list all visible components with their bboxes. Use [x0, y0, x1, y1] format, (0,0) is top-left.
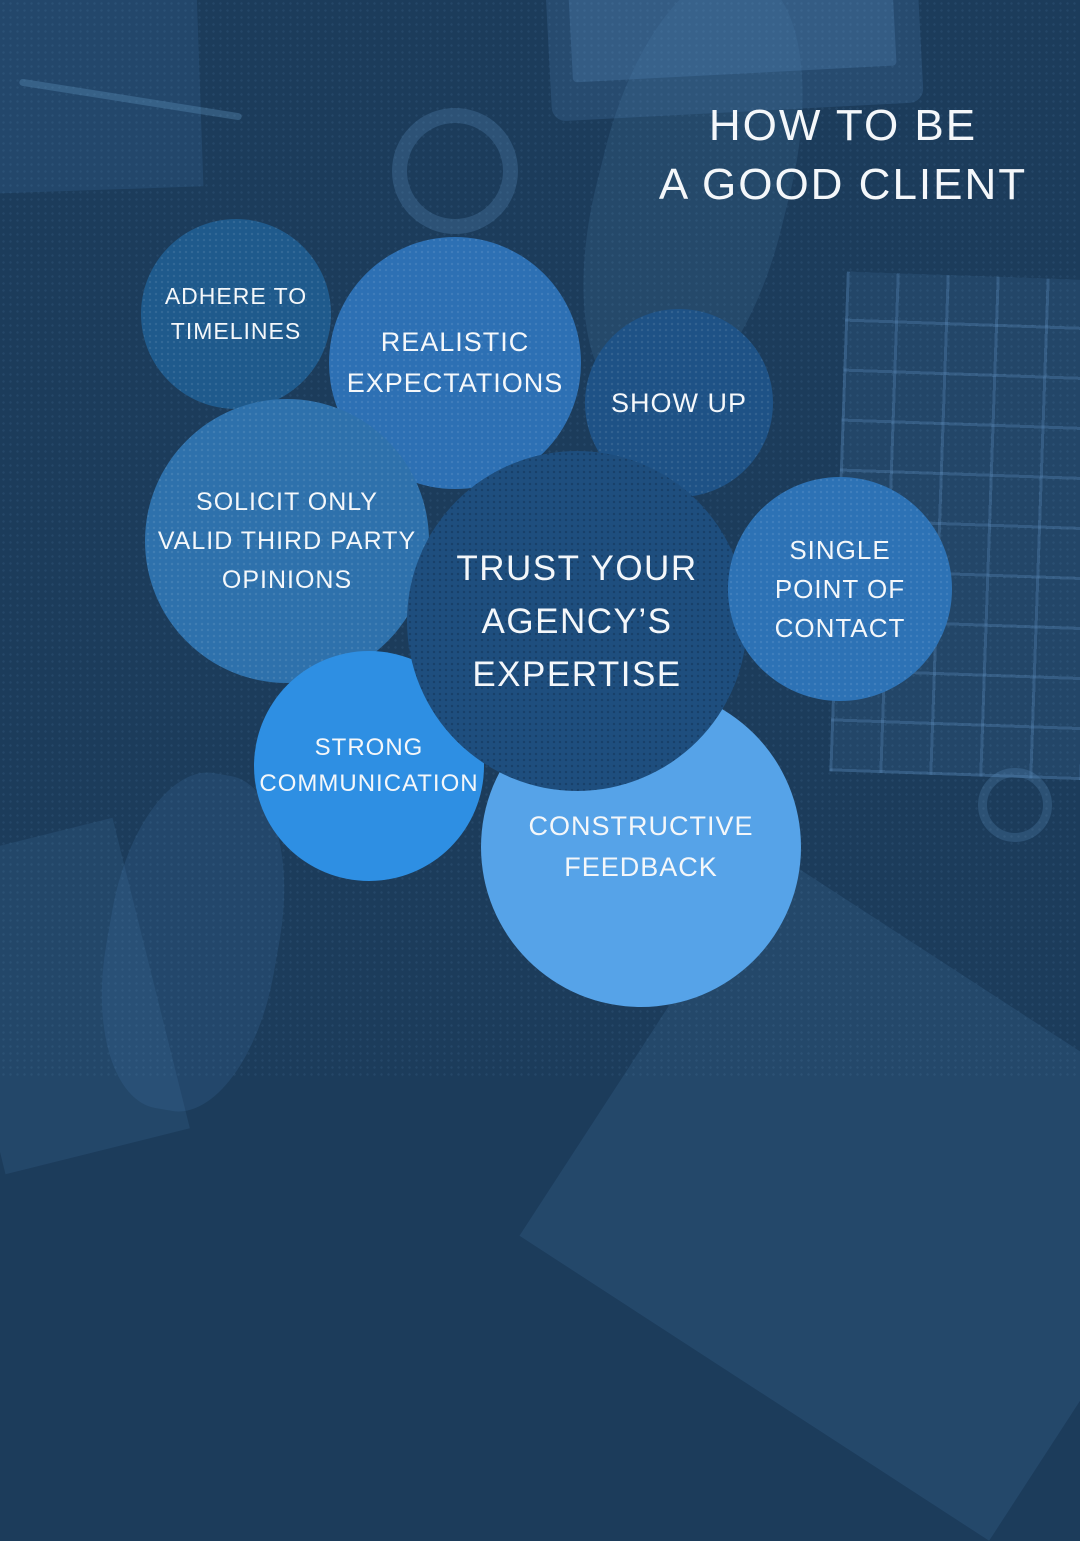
bubble-text-line: VALID THIRD PARTY — [157, 526, 417, 555]
bubble-solicit-only-valid-third-party-opinions: SOLICIT ONLY VALID THIRD PARTY OPINIONS — [145, 399, 429, 683]
bubble-text-line: ADHERE TO — [164, 283, 308, 309]
pen-photo — [18, 78, 243, 121]
bubble-adhere-to-timelines: ADHERE TO TIMELINES — [141, 219, 331, 409]
bubble-text-line: OPINIONS — [221, 565, 353, 594]
page-title-line-2: A GOOD CLIENT — [658, 160, 1028, 209]
bubble-trust-your-agencys-expertise: TRUST YOUR AGENCY’S EXPERTISE — [407, 451, 747, 791]
bubble-text-line: EXPERTISE — [472, 654, 682, 694]
bubble-text-line: POINT OF — [774, 573, 906, 604]
bubble-text-line: FEEDBACK — [564, 852, 718, 882]
bubble-text-line: TIMELINES — [170, 318, 302, 344]
bubble-text-line: COMMUNICATION — [259, 770, 479, 797]
coffee-cup-photo — [392, 108, 518, 234]
bubble-text-line: CONSTRUCTIVE — [528, 811, 754, 841]
bubble-text-line: EXPECTATIONS — [346, 368, 564, 398]
bubble-text-line: TRUST YOUR — [456, 548, 698, 588]
page-title-line-1: HOW TO BE — [708, 101, 978, 150]
bubble-show-up: SHOW UP — [585, 309, 773, 497]
bubble-text-line: REALISTIC — [380, 327, 530, 357]
bubble-text-line: AGENCY’S — [481, 601, 673, 641]
bubble-text-line: SINGLE — [789, 534, 891, 565]
small-ring-photo — [978, 768, 1052, 842]
bubble-text-line: STRONG — [314, 734, 424, 761]
bubble-text-line: SOLICIT ONLY — [196, 487, 378, 516]
laptop-panel-photo — [0, 0, 204, 194]
notebook-photo-bottom-left — [0, 817, 190, 1175]
bubble-text-line: CONTACT — [774, 612, 906, 643]
bubble-single-point-of-contact: SINGLE POINT OF CONTACT — [728, 477, 952, 701]
bubble-text-line: SHOW UP — [610, 388, 747, 418]
page-title: HOW TO BE A GOOD CLIENT — [613, 96, 1073, 214]
tablet-screen-photo — [567, 0, 897, 83]
